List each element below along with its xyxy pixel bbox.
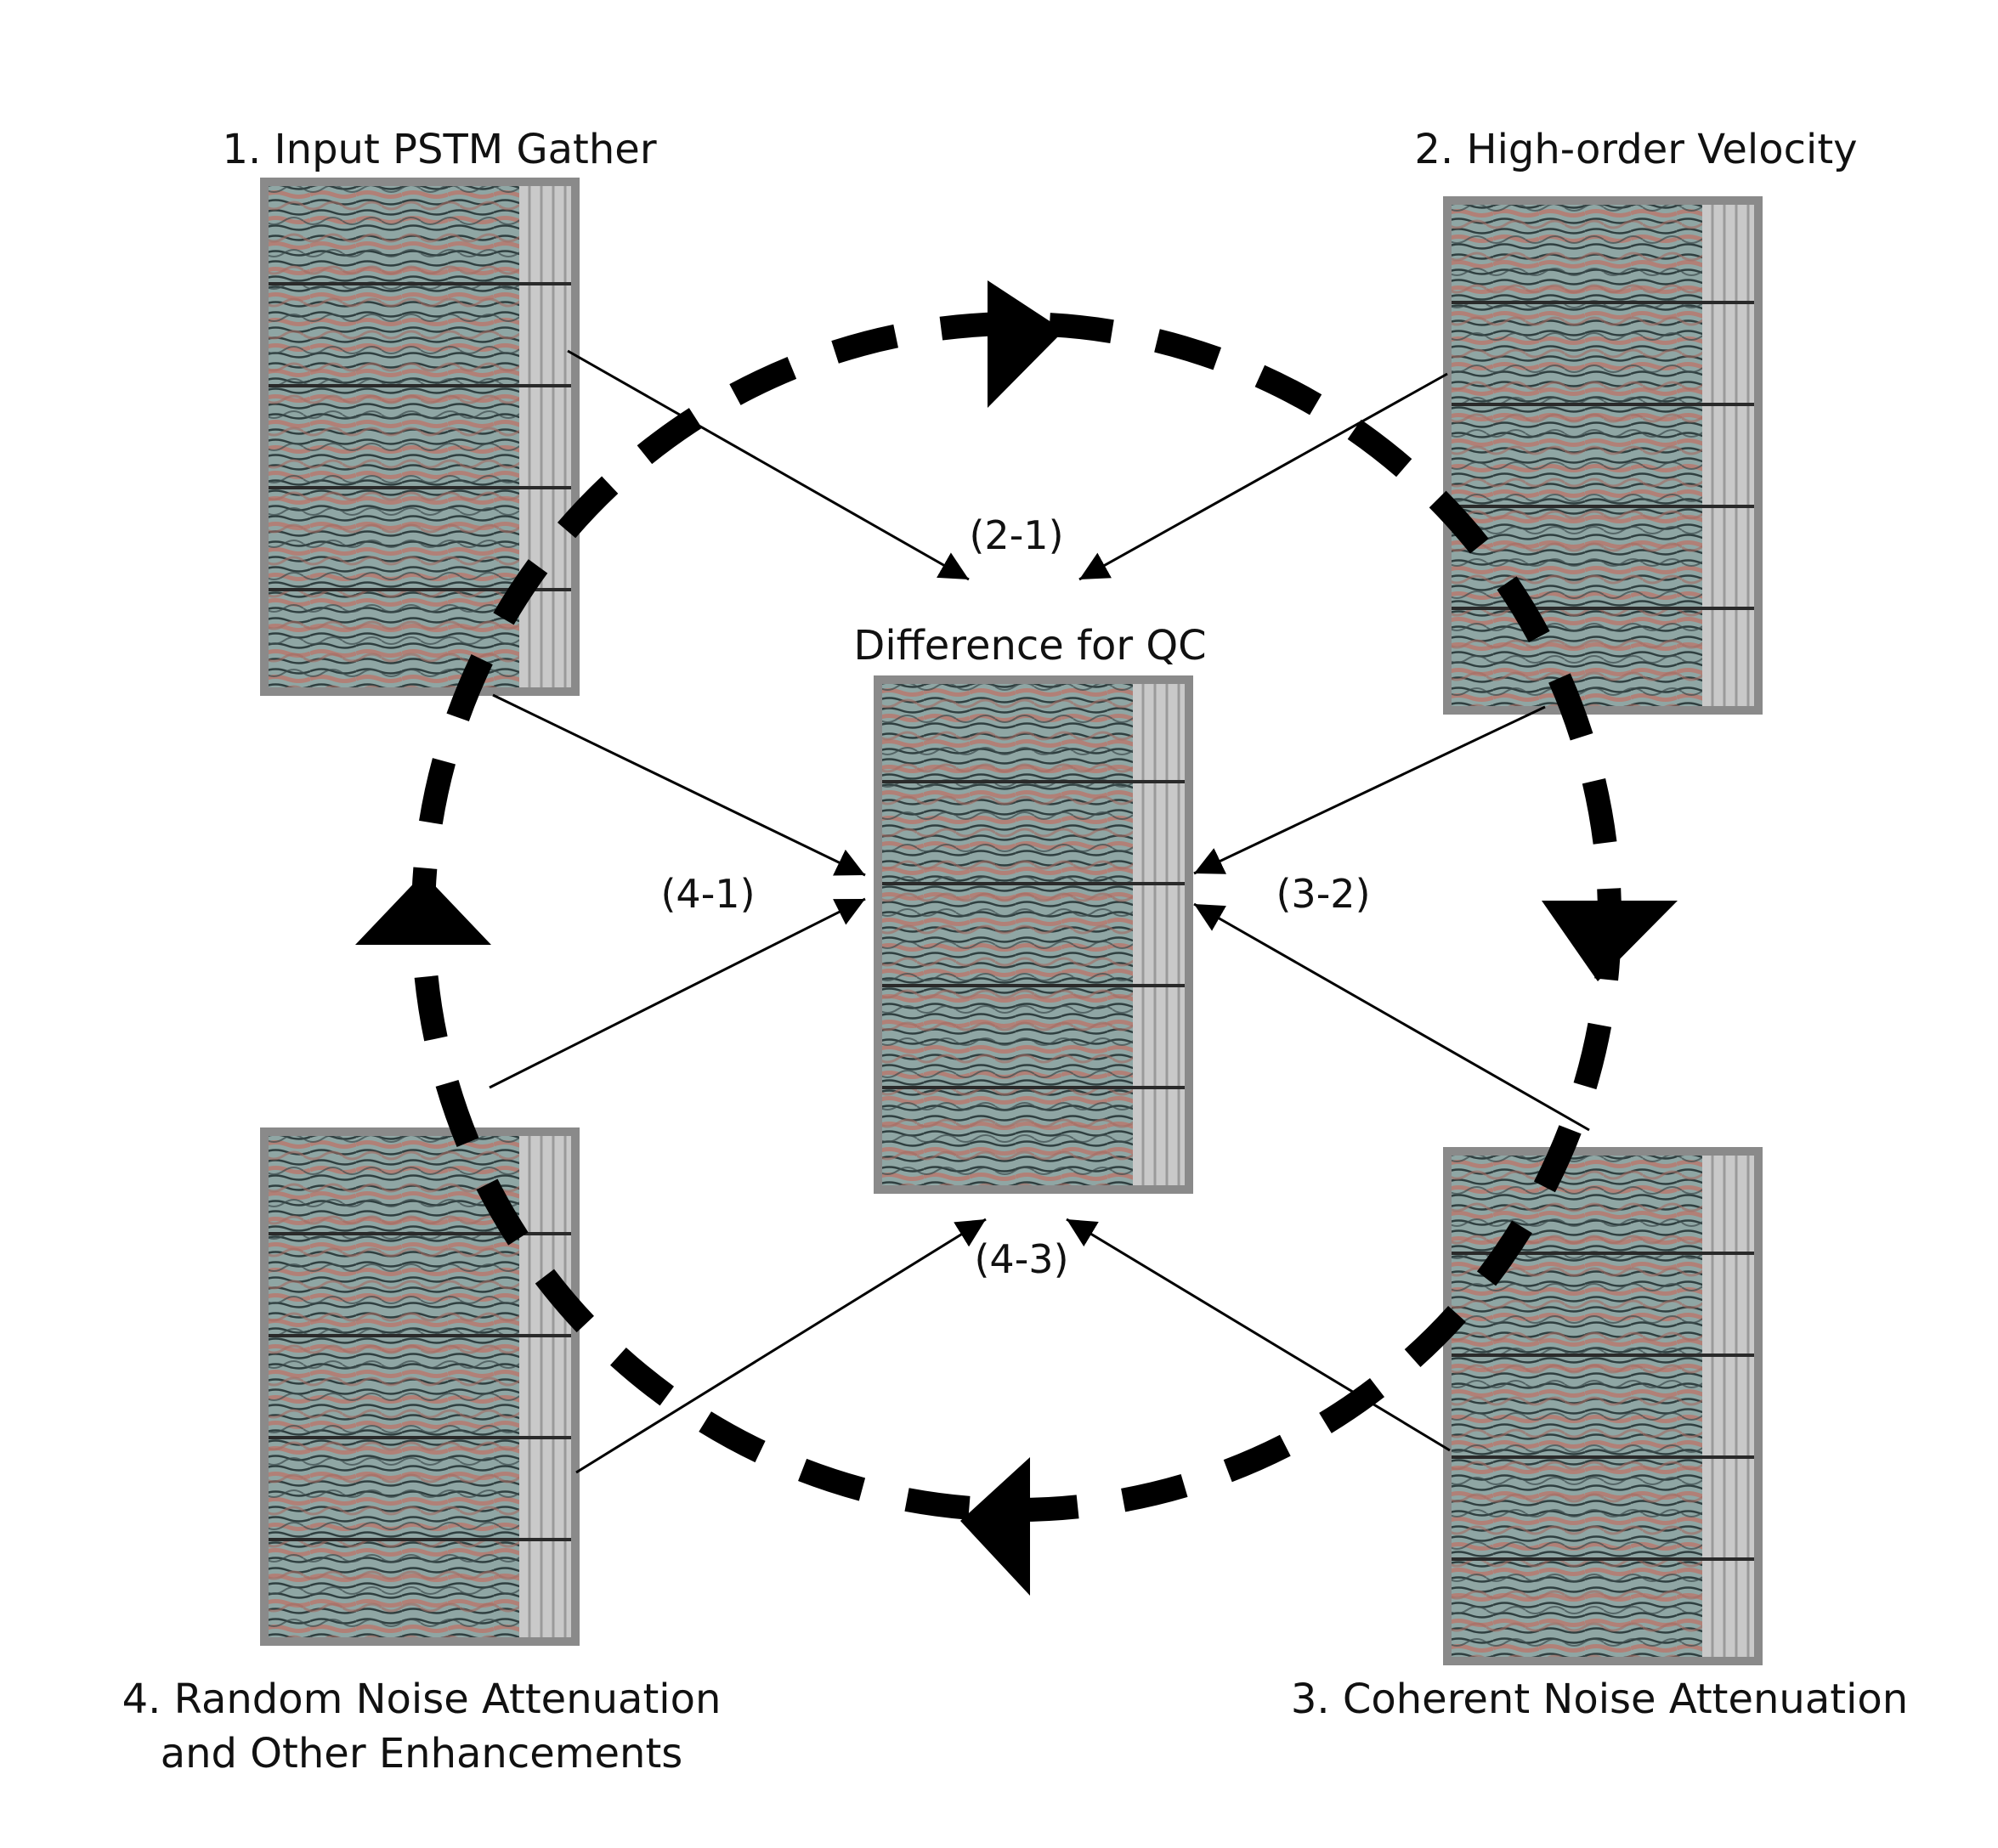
input-pstm-gather-label: 1. Input PSTM Gather (222, 126, 656, 173)
difference-code-3-2: (3-2) (1276, 871, 1370, 917)
arrow-input-to-difference-top (567, 349, 970, 581)
arrow-velocity-to-difference-top (1078, 372, 1448, 581)
high-order-velocity-panel (1447, 201, 1758, 710)
arrow-input-to-difference-left (492, 693, 866, 877)
coherent-noise-attenuation-panel (1447, 1151, 1758, 1661)
cycle-arrow-bottom-icon (960, 1457, 1030, 1596)
cycle-arrow-left-icon (355, 873, 491, 945)
difference-code-4-3: (4-3) (974, 1236, 1068, 1282)
difference-code-2-1: (2-1) (969, 512, 1063, 558)
arrow-random-to-difference-bottom (575, 1218, 987, 1474)
cycle-arrow-right-icon (1542, 901, 1678, 981)
random-noise-attenuation-label-line2: and Other Enhancements (161, 1730, 683, 1777)
difference-qc-panel (878, 680, 1189, 1190)
high-order-velocity-label: 2. High-order Velocity (1414, 126, 1857, 173)
arrow-coherent-to-difference-bottom (1066, 1218, 1451, 1452)
random-noise-attenuation-label-line1: 4. Random Noise Attenuation (122, 1676, 722, 1723)
difference-qc-label: Difference for QC (853, 622, 1206, 670)
arrow-coherent-to-difference-right (1193, 902, 1590, 1132)
difference-code-4-1: (4-1) (660, 871, 755, 917)
arrow-random-to-difference-left (489, 897, 866, 1089)
cycle-arrow-top-icon (988, 280, 1064, 408)
arrow-velocity-to-difference-right (1193, 705, 1546, 875)
random-noise-attenuation-panel (264, 1132, 575, 1642)
coherent-noise-attenuation-label: 3. Coherent Noise Attenuation (1291, 1676, 1908, 1723)
input-pstm-gather-panel (264, 182, 575, 692)
